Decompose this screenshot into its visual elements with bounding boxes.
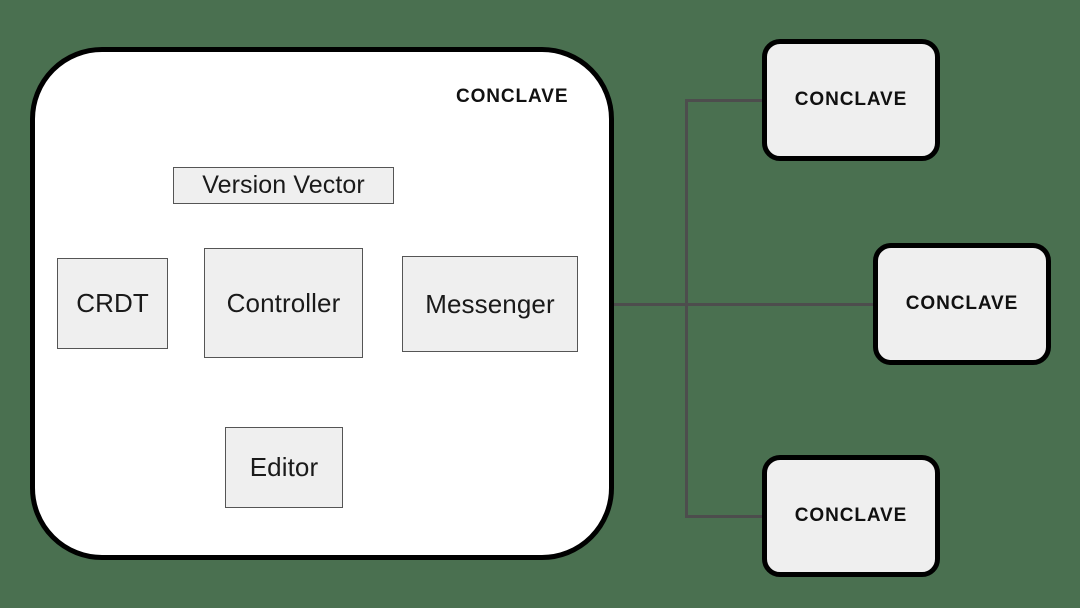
client-title: CONCLAVE <box>456 86 569 107</box>
peer-node-top[interactable]: CONCLAVE <box>762 39 940 161</box>
module-controller[interactable]: Controller <box>204 248 363 358</box>
peer-node-bottom[interactable]: CONCLAVE <box>762 455 940 577</box>
module-crdt[interactable]: CRDT <box>57 258 168 349</box>
connector-messenger-to-peer-bus <box>576 303 875 306</box>
module-version-vector[interactable]: Version Vector <box>173 167 394 204</box>
connector-peer-bus-trunk <box>685 99 688 518</box>
connector-peer-bus-to-peer-top <box>685 99 765 102</box>
module-messenger[interactable]: Messenger <box>402 256 578 352</box>
connector-peer-bus-to-peer-bottom <box>685 515 765 518</box>
module-editor[interactable]: Editor <box>225 427 343 508</box>
peer-node-middle[interactable]: CONCLAVE <box>873 243 1051 365</box>
